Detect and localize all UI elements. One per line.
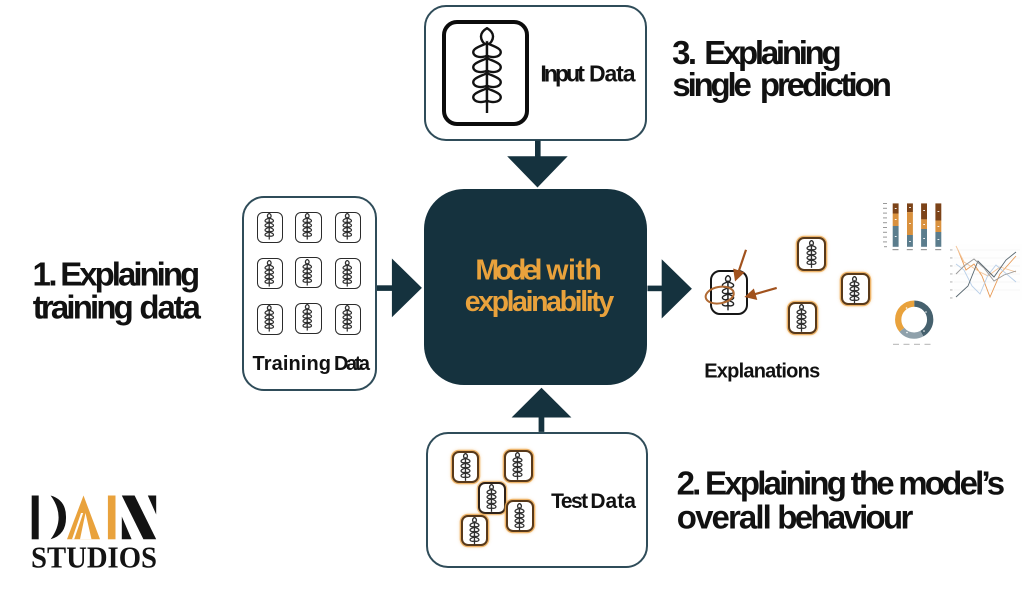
svg-text:1.: 1. — [33, 256, 58, 293]
svg-text:training: training — [33, 289, 134, 326]
svg-text:Explanations: Explanations — [704, 361, 820, 383]
svg-text:behaviour: behaviour — [777, 498, 913, 535]
svg-text:STUDIOS: STUDIOS — [31, 540, 157, 575]
svg-text:single: single — [672, 66, 752, 103]
svg-text:overall: overall — [677, 498, 772, 535]
svg-text:Explaining: Explaining — [704, 34, 842, 71]
svg-text:2. Explaining the model’s: 2. Explaining the model’s — [677, 465, 1006, 502]
svg-text:data: data — [139, 289, 201, 326]
svg-text:Explaining: Explaining — [60, 256, 200, 293]
svg-text:prediction: prediction — [760, 66, 892, 103]
svg-text:3.: 3. — [672, 34, 697, 71]
